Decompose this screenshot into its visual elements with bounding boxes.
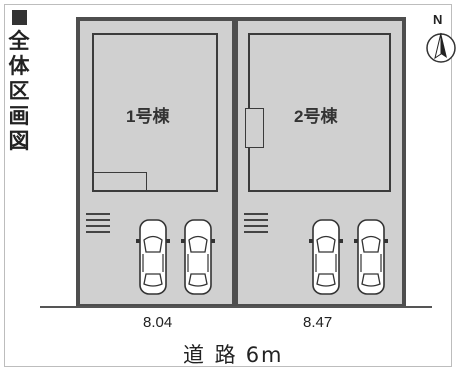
building-2-label: 2号棟 xyxy=(294,107,338,126)
car-icon xyxy=(136,219,170,295)
lot-2-steps xyxy=(244,213,268,237)
building-1-label: 1号棟 xyxy=(126,107,170,126)
compass-north-label: N xyxy=(433,12,442,27)
road-edge-line xyxy=(40,306,432,308)
building-1-entrance xyxy=(92,172,147,192)
lot-2-frontage: 8.47 xyxy=(303,314,333,331)
compass-icon: N xyxy=(424,8,457,68)
plan-title: 全体区画図 xyxy=(8,10,30,154)
car-icon xyxy=(181,219,215,295)
drawing-frame xyxy=(4,4,452,367)
road-width: 6m xyxy=(245,343,284,367)
plan-title-text: 全体区画図 xyxy=(8,29,30,153)
car-icon xyxy=(354,219,388,295)
road-name: 道 路 xyxy=(183,343,238,367)
building-2-porch xyxy=(245,108,264,148)
title-marker-icon xyxy=(11,10,27,25)
lot-1-steps xyxy=(86,213,110,237)
road-label: 道 路 6m xyxy=(183,339,292,369)
building-1 xyxy=(92,33,218,192)
car-icon xyxy=(309,219,343,295)
lot-1-frontage: 8.04 xyxy=(143,314,173,331)
